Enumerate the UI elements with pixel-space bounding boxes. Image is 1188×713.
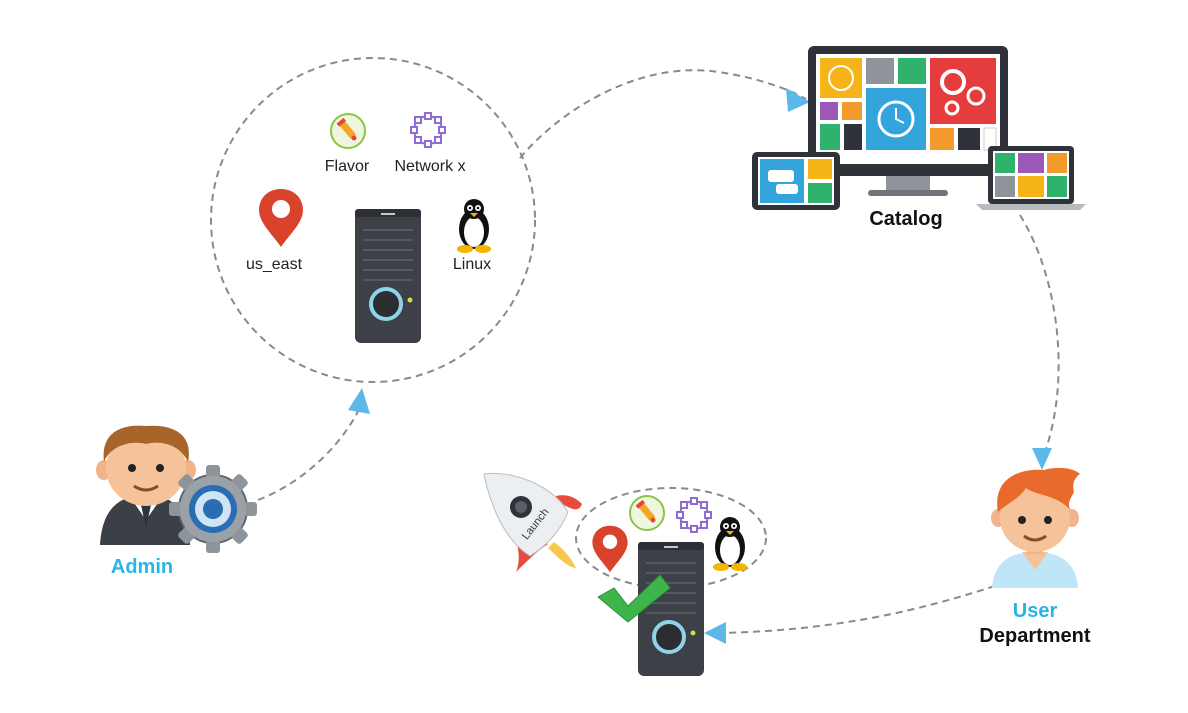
user-label: User: [1013, 600, 1058, 622]
department-label: Department: [979, 625, 1090, 647]
region-label: us_east: [246, 256, 303, 273]
catalog-label: Catalog: [869, 208, 942, 230]
network-ring-icon: [410, 112, 446, 148]
arrowhead-to-config: [348, 388, 370, 414]
configuration-circle: [210, 57, 536, 383]
location-pin-icon: [592, 525, 628, 573]
test-tube-icon: [629, 495, 665, 531]
user-person-icon: [991, 467, 1080, 588]
rocket-icon: [483, 472, 582, 572]
linux-penguin-icon: [713, 517, 747, 571]
location-pin-icon: [259, 189, 303, 247]
arrowhead-to-server: [704, 622, 726, 644]
network-ring-icon: [676, 497, 712, 533]
server-tower-icon: [353, 207, 423, 345]
connector-config-to-catalog: [519, 69, 807, 159]
checkmark-icon: [597, 574, 671, 623]
flavor-label: Flavor: [325, 158, 370, 175]
connector-user-to-server: [721, 585, 996, 634]
admin-label: Admin: [111, 556, 173, 578]
configuration-group: [210, 57, 536, 383]
flow-connectors: [257, 69, 1060, 634]
admin-person-icon: [96, 425, 196, 545]
devices-catalog-icon: [752, 46, 1086, 210]
launch-ellipse: [575, 487, 767, 589]
flow-arrowheads: [348, 88, 1052, 644]
network-label: Network x: [394, 158, 465, 175]
connector-catalog-to-user: [1019, 214, 1060, 453]
linux-penguin-icon: [457, 199, 491, 253]
server-tower-icon: [636, 540, 706, 678]
test-tube-icon: [330, 113, 366, 149]
connector-admin-to-config: [257, 402, 363, 501]
os-label: Linux: [453, 256, 491, 273]
arrowhead-to-user: [1032, 448, 1052, 470]
arrowhead-to-catalog: [786, 88, 810, 112]
gear-icon: [168, 464, 258, 554]
launch-group: [575, 487, 767, 678]
